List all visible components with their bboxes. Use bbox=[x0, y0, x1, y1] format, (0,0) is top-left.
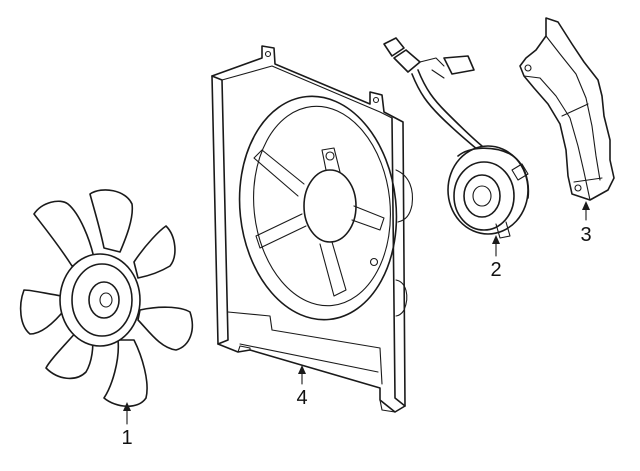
arrowhead-3 bbox=[582, 201, 590, 210]
callout-2-label: 2 bbox=[490, 259, 501, 281]
callout-3-label: 3 bbox=[580, 224, 591, 246]
fan-shroud bbox=[211, 45, 414, 413]
fan-blade bbox=[19, 189, 194, 408]
callout-1-label: 1 bbox=[121, 427, 132, 449]
arrowhead-4 bbox=[298, 365, 306, 374]
fan-motor bbox=[383, 37, 530, 239]
arrowhead-1 bbox=[123, 402, 131, 411]
arrowhead-2 bbox=[492, 235, 500, 244]
callout-4-label: 4 bbox=[296, 387, 307, 409]
callout-leaders bbox=[123, 201, 590, 425]
shroud-bracket bbox=[519, 17, 615, 201]
